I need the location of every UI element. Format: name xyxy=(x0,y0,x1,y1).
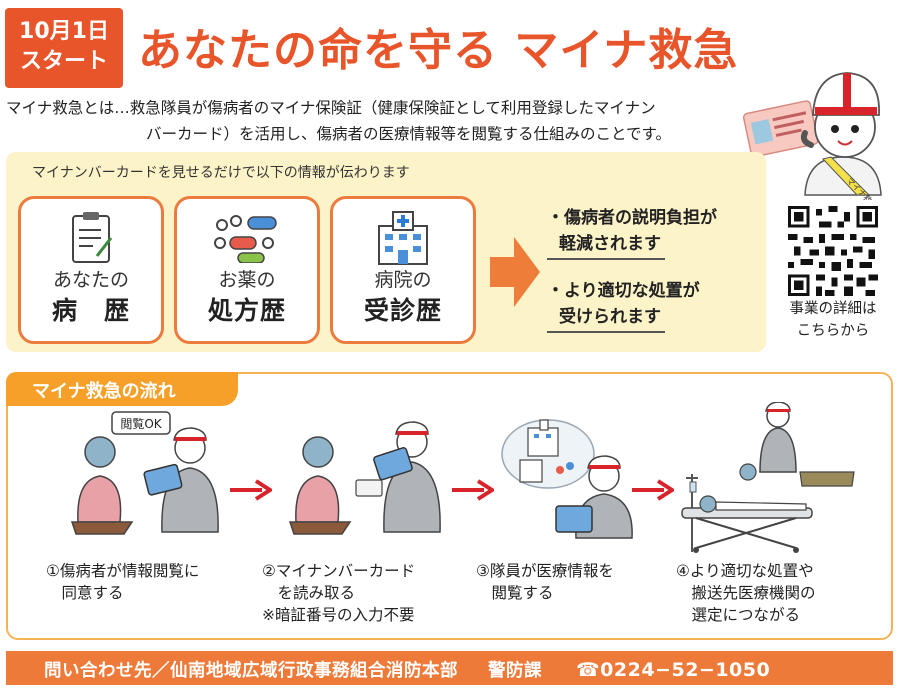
qr-caption-line-1: 事業の詳細は xyxy=(789,301,877,317)
qr-code-icon[interactable] xyxy=(788,206,878,296)
footer-phone[interactable]: ☎0224−52−1050 xyxy=(576,659,771,681)
flow-section-tab: マイナ救急の流れ xyxy=(6,372,238,406)
intro-line-2: バーカード）を活用し、傷病者の医療情報等を閲覧する仕組みのことです。 xyxy=(146,125,671,143)
benefit-2: ・より適切な処置が 受けられます xyxy=(547,278,700,333)
flow-step-3: ③隊員が医療情報を 閲覧する xyxy=(476,560,614,604)
scene-viewing-info-illustration xyxy=(501,419,633,539)
step-4-line-1: ④より適切な処置や xyxy=(676,562,814,580)
arrow-right-icon xyxy=(230,479,272,501)
card-medical-history: あなたの 病 歴 xyxy=(18,196,164,344)
hospital-icon xyxy=(378,211,428,265)
card-label-large: 処方歴 xyxy=(207,296,286,325)
card-label-large: 病 歴 xyxy=(51,296,130,325)
step-3-line-1: ③隊員が医療情報を xyxy=(476,562,614,580)
intro-text: マイナ救急とは…救急隊員が傷病者のマイナ保険証（健康保険証として利用登録したマイ… xyxy=(6,95,766,147)
firefighter-mascot-icon: マイナ救急 xyxy=(742,72,882,200)
qr-caption-line-2: こちらから xyxy=(796,323,870,339)
card-prescription-history: お薬の 処方歴 xyxy=(174,196,320,344)
footer-department: 警防課 xyxy=(488,661,542,681)
card-hospital-visit-history: 病院の 受診歴 xyxy=(330,196,476,344)
badge-date: 10月1日 xyxy=(19,19,109,44)
scene-card-reading-illustration xyxy=(288,421,441,535)
card-label-small: お薬の xyxy=(218,269,276,291)
start-date-badge: 10月1日 スタート xyxy=(5,8,123,88)
step-4-line-2: 搬送先医療機関の xyxy=(676,584,816,602)
step-2-line-2: を読み取る xyxy=(262,584,356,602)
arrow-right-icon xyxy=(632,479,674,501)
footer-contact: 問い合わせ先／仙南地域広域行政事務組合消防本部 xyxy=(44,661,458,681)
pills-icon xyxy=(214,215,277,263)
benefit-2-line-1: ・より適切な処置が xyxy=(547,281,700,301)
step-2-line-1: ②マイナンバーカード xyxy=(262,562,416,580)
step-2-note: ※暗証番号の入力不要 xyxy=(262,606,415,624)
scene-treatment-transport-illustration xyxy=(681,402,855,553)
scene-consent-illustration: 閲覧OK xyxy=(70,411,219,535)
step-1-line-1: ①傷病者が情報閲覧に xyxy=(46,562,200,580)
benefit-2-line-2: 受けられます xyxy=(547,304,665,333)
arrow-right-icon xyxy=(452,479,494,501)
consent-bubble-text: 閲覧OK xyxy=(120,417,162,431)
page-title: あなたの命を守る マイナ救急 xyxy=(138,25,739,76)
card-label-small: あなたの xyxy=(52,269,129,291)
card-label-large: 受診歴 xyxy=(363,296,442,325)
contact-footer: 問い合わせ先／仙南地域広域行政事務組合消防本部 警防課 ☎0224−52−1050 xyxy=(6,651,893,685)
step-4-line-3: 選定につながる xyxy=(676,606,801,624)
step-1-line-2: 同意する xyxy=(46,584,124,602)
clipboard-icon xyxy=(72,212,113,263)
flow-step-4: ④より適切な処置や 搬送先医療機関の 選定につながる xyxy=(676,560,816,626)
benefit-1: ・傷病者の説明負担が 軽減されます xyxy=(547,205,717,260)
flow-step-2: ②マイナンバーカード を読み取る ※暗証番号の入力不要 xyxy=(262,560,415,626)
flow-step-1: ①傷病者が情報閲覧に 同意する xyxy=(46,560,199,604)
card-label-small: 病院の xyxy=(374,269,432,291)
step-3-line-2: 閲覧する xyxy=(476,584,554,602)
badge-start: スタート xyxy=(19,49,108,74)
arrow-right-icon xyxy=(490,237,540,307)
benefit-1-line-2: 軽減されます xyxy=(547,231,665,260)
info-heading: マイナンバーカードを見せるだけで以下の情報が伝わります xyxy=(32,165,410,181)
qr-caption: 事業の詳細は こちらから xyxy=(772,298,894,342)
intro-line-1: マイナ救急とは…救急隊員が傷病者のマイナ保険証（健康保険証として利用登録したマイ… xyxy=(6,99,656,117)
benefit-1-line-1: ・傷病者の説明負担が xyxy=(547,208,717,228)
